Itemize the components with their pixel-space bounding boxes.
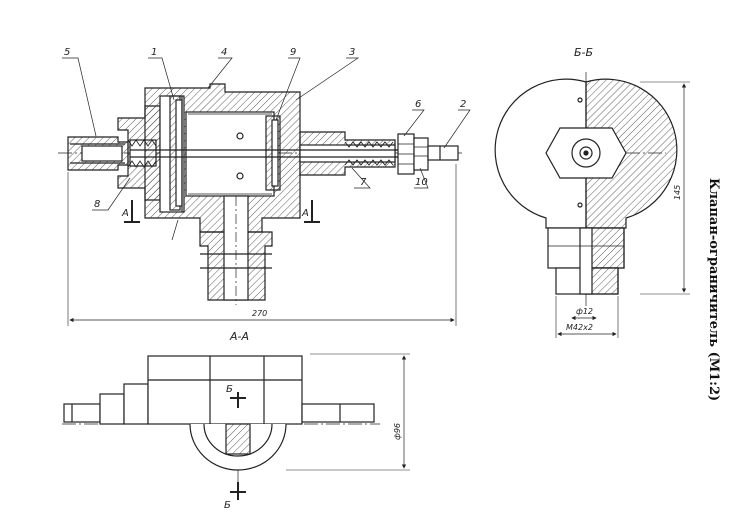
main-section-title: А-А — [229, 330, 249, 343]
callout-10: 10 — [415, 177, 428, 188]
callout-3: 3 — [349, 47, 355, 58]
thread-text: M42x2 — [566, 323, 593, 332]
callout-8: 8 — [94, 199, 100, 210]
adjusting-screw — [427, 145, 459, 161]
callout-labels: 5 1 4 9 3 6 2 7 10 8 — [64, 47, 466, 210]
drawing-title: Клапан-ограничитель (М1:2) — [706, 178, 721, 401]
callout-2: 2 — [460, 99, 466, 110]
callout-leaders — [62, 57, 471, 241]
side-section-hatched-half — [585, 78, 678, 229]
right-spring — [344, 141, 394, 166]
cut-label-a-left: А — [121, 208, 129, 219]
callout-1: 1 — [151, 47, 157, 58]
plan-body — [147, 355, 303, 425]
diameter-text: ф96 — [393, 423, 402, 440]
height-text: 145 — [673, 185, 682, 200]
cut-label-b-top: Б — [226, 384, 233, 395]
side-section-view — [494, 72, 690, 338]
callout-4: 4 — [221, 47, 227, 58]
lock-nut-10 — [413, 137, 429, 171]
left-spring — [127, 139, 157, 168]
main-section-view — [58, 83, 462, 326]
overall-length-text: 270 — [252, 309, 267, 318]
cut-label-b-bottom: Б — [224, 500, 231, 511]
cut-label-a-right: А — [301, 208, 309, 219]
bore-text: ф12 — [576, 307, 593, 316]
plan-right-rod — [301, 403, 375, 423]
callout-9: 9 — [290, 47, 296, 58]
callout-7: 7 — [360, 177, 367, 188]
callout-6: 6 — [415, 99, 421, 110]
callout-5: 5 — [64, 47, 70, 58]
plan-left-fitting — [63, 403, 101, 423]
side-section-title: Б-Б — [574, 46, 593, 59]
plan-view — [62, 353, 410, 500]
